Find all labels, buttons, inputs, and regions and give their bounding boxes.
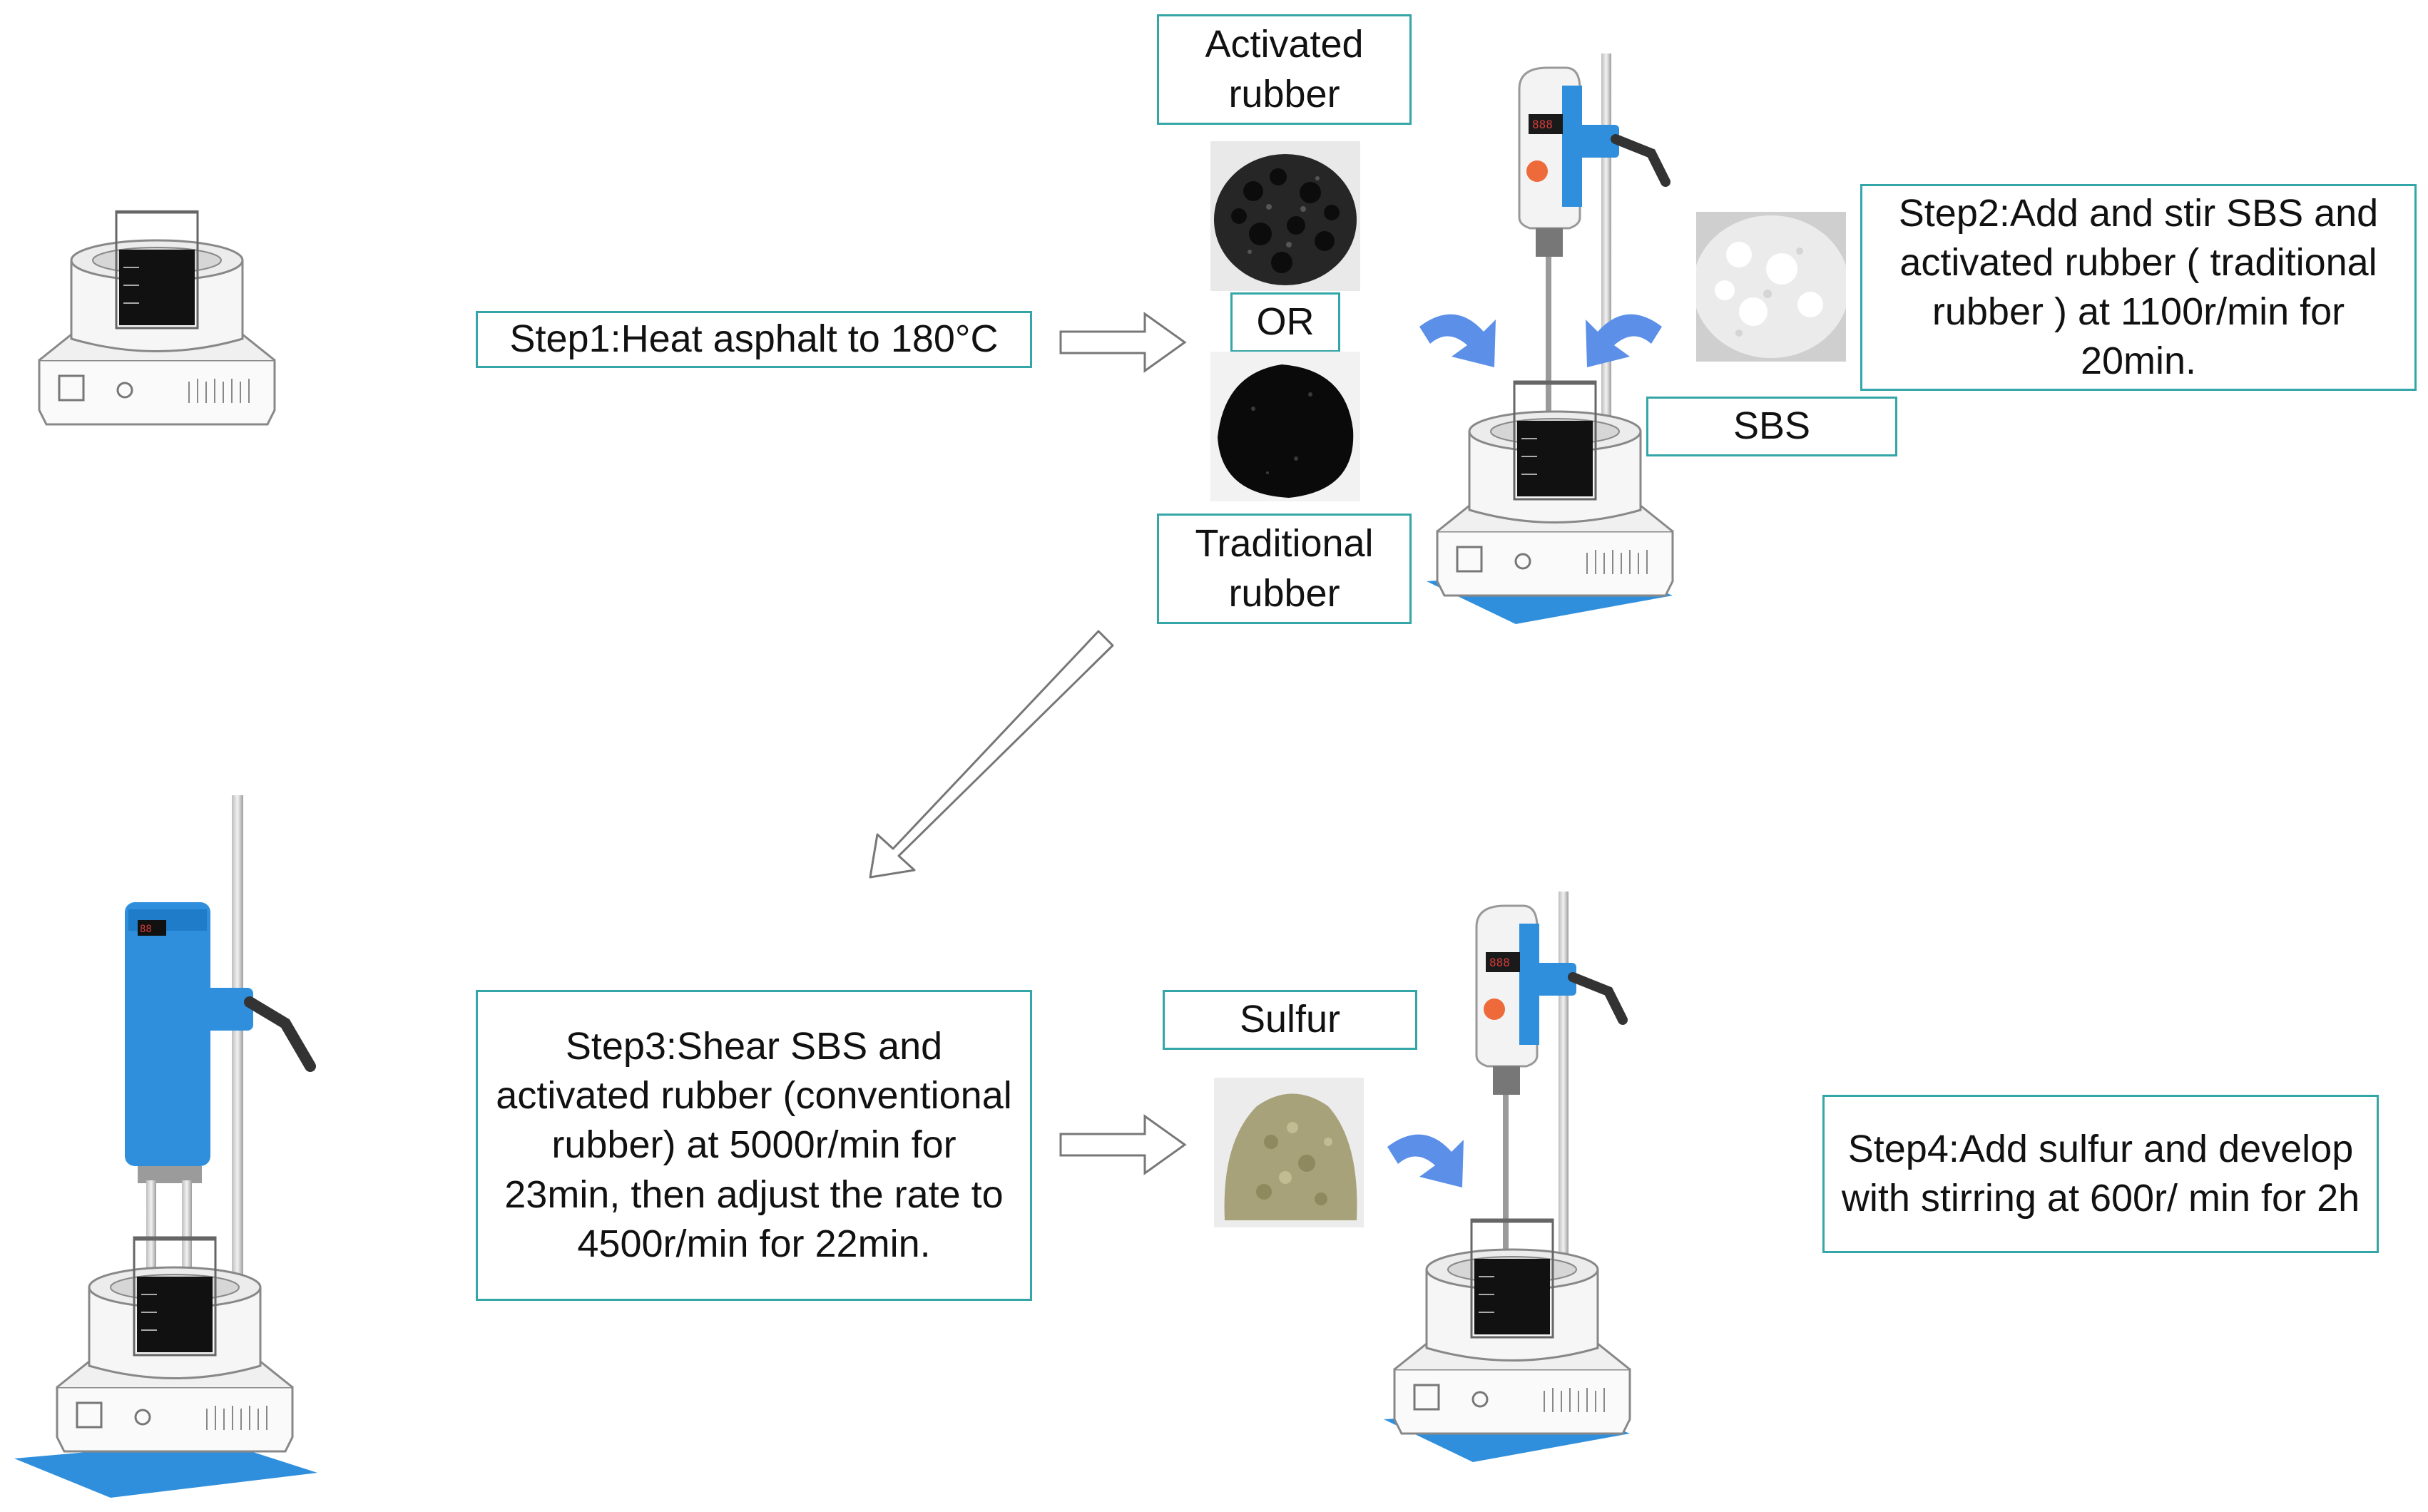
step4-label: Step4:Add sulfur and develop with stirri…	[1822, 1095, 2379, 1253]
overhead-stirrer-icon: 888	[1380, 884, 1644, 1469]
svg-text:888: 888	[1489, 956, 1510, 969]
sulfur-photo	[1214, 1078, 1364, 1227]
high-shear-mixer-icon: 88	[11, 795, 325, 1501]
svg-text:88: 88	[140, 924, 152, 935]
traditional-rubber-label: Traditional rubber	[1157, 514, 1412, 624]
activated-rubber-photo	[1210, 141, 1360, 291]
svg-text:888: 888	[1532, 118, 1553, 131]
outline-arrow-icon	[1059, 307, 1188, 378]
curved-pour-arrow-icon	[1580, 300, 1666, 371]
hot-plate-icon	[32, 210, 289, 439]
step1-label: Step1:Heat asphalt to 180°C	[476, 311, 1032, 368]
or-label: OR	[1230, 292, 1340, 352]
step2-label: Step2:Add and stir SBS and activated rub…	[1860, 184, 2417, 391]
sbs-label: SBS	[1646, 397, 1897, 456]
step3-label: Step3:Shear SBS and activated rubber (co…	[476, 990, 1032, 1301]
outline-arrow-icon	[1059, 1109, 1188, 1180]
curved-pour-arrow-icon	[1384, 1120, 1469, 1191]
curved-pour-arrow-icon	[1416, 300, 1501, 371]
overhead-stirrer-icon: 888	[1423, 46, 1687, 631]
outline-arrow-icon	[856, 628, 1127, 884]
traditional-rubber-photo	[1210, 352, 1360, 501]
activated-rubber-label: Activated rubber	[1157, 14, 1412, 125]
sbs-photo	[1696, 212, 1846, 362]
sulfur-label: Sulfur	[1163, 990, 1417, 1050]
